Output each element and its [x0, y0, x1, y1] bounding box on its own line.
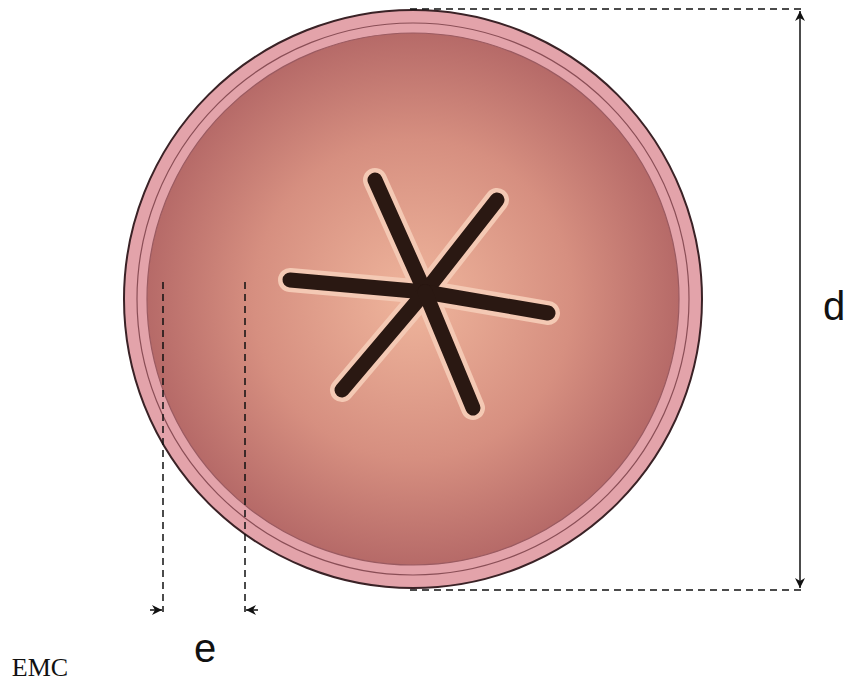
- mucosa: [147, 33, 679, 565]
- lumen-halo: [290, 180, 548, 408]
- dimension-arrow: [246, 609, 258, 611]
- dimension-extension: [163, 282, 245, 612]
- dimension-extension: [410, 9, 806, 590]
- watermark: EMC: [12, 655, 68, 681]
- dimension-arrow: [150, 609, 162, 611]
- dimension-label: d: [823, 286, 845, 326]
- dimension-arrow: [799, 11, 801, 588]
- dimension-label: e: [194, 628, 216, 668]
- star-lumen: [290, 180, 548, 408]
- wall-layer: [137, 23, 689, 575]
- outer-wall: [124, 10, 702, 588]
